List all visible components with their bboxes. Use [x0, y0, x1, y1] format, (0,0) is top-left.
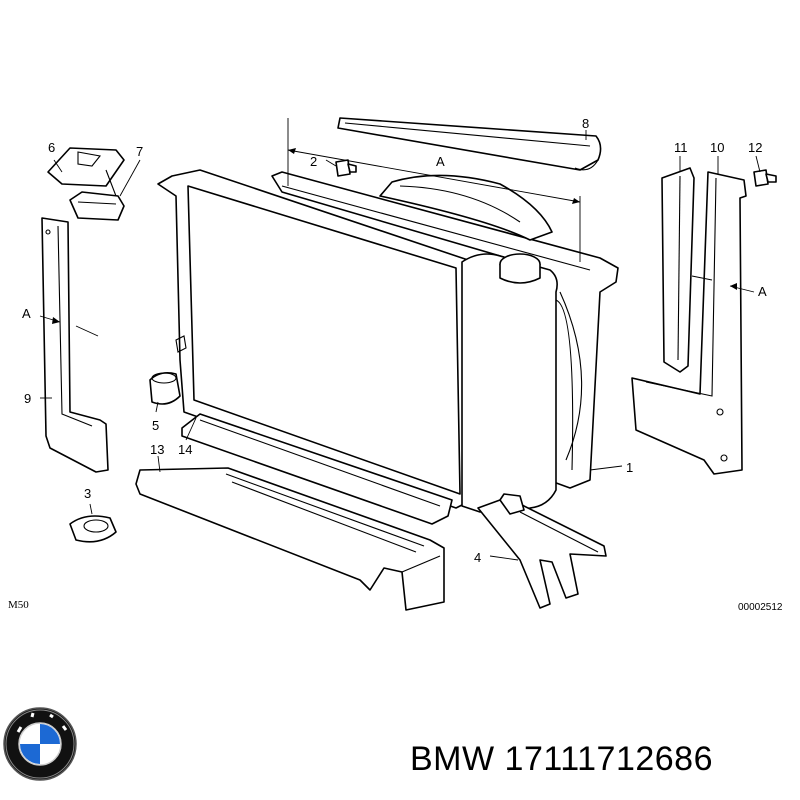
- part-5-rubber-mount: [149, 372, 181, 405]
- callout-leaders: [40, 130, 761, 561]
- part-9-left-panel: [41, 217, 109, 473]
- part-10-right-panel: [631, 171, 747, 475]
- dimension-a-top: [287, 118, 581, 262]
- callout-12: 12: [748, 140, 762, 155]
- callout-10: 10: [710, 140, 724, 155]
- callout-9: 9: [24, 391, 31, 406]
- callout-13: 13: [150, 442, 164, 457]
- part-3-grommet: [69, 515, 117, 543]
- part-12-bolt: [753, 169, 777, 187]
- drawing-number-label: 00002512: [738, 602, 783, 613]
- part-11-side-seal: [661, 167, 695, 373]
- callout-11: 11: [674, 140, 688, 155]
- dimension-label-top: A: [436, 154, 445, 169]
- callout-8: 8: [582, 116, 589, 131]
- callout-3: 3: [84, 486, 91, 501]
- callout-2: 2: [310, 154, 317, 169]
- part-caption: BMW 17111712686: [410, 740, 713, 779]
- part-number-label: 17111712686: [504, 740, 714, 778]
- part-8-seal-strip: [337, 117, 602, 171]
- callout-7: 7: [136, 144, 143, 159]
- callout-1: 1: [626, 460, 633, 475]
- part-4-bracket: [477, 493, 607, 609]
- part-2-bolt: [335, 159, 357, 177]
- part-14-lower-strip: [181, 413, 453, 525]
- callout-14: 14: [178, 442, 192, 457]
- callout-5: 5: [152, 418, 159, 433]
- engine-code-label: M50: [8, 599, 29, 611]
- dimension-label-right: A: [758, 284, 767, 299]
- part-7-clip: [69, 191, 125, 221]
- callout-6: 6: [48, 140, 55, 155]
- bmw-logo: [3, 707, 77, 781]
- dimension-label-left: A: [22, 306, 31, 321]
- part-6-clip: [47, 147, 125, 201]
- part-1-radiator: [157, 169, 574, 513]
- callout-4: 4: [474, 550, 481, 565]
- brand-label: BMW: [410, 740, 495, 778]
- part-13-air-duct: [135, 467, 445, 611]
